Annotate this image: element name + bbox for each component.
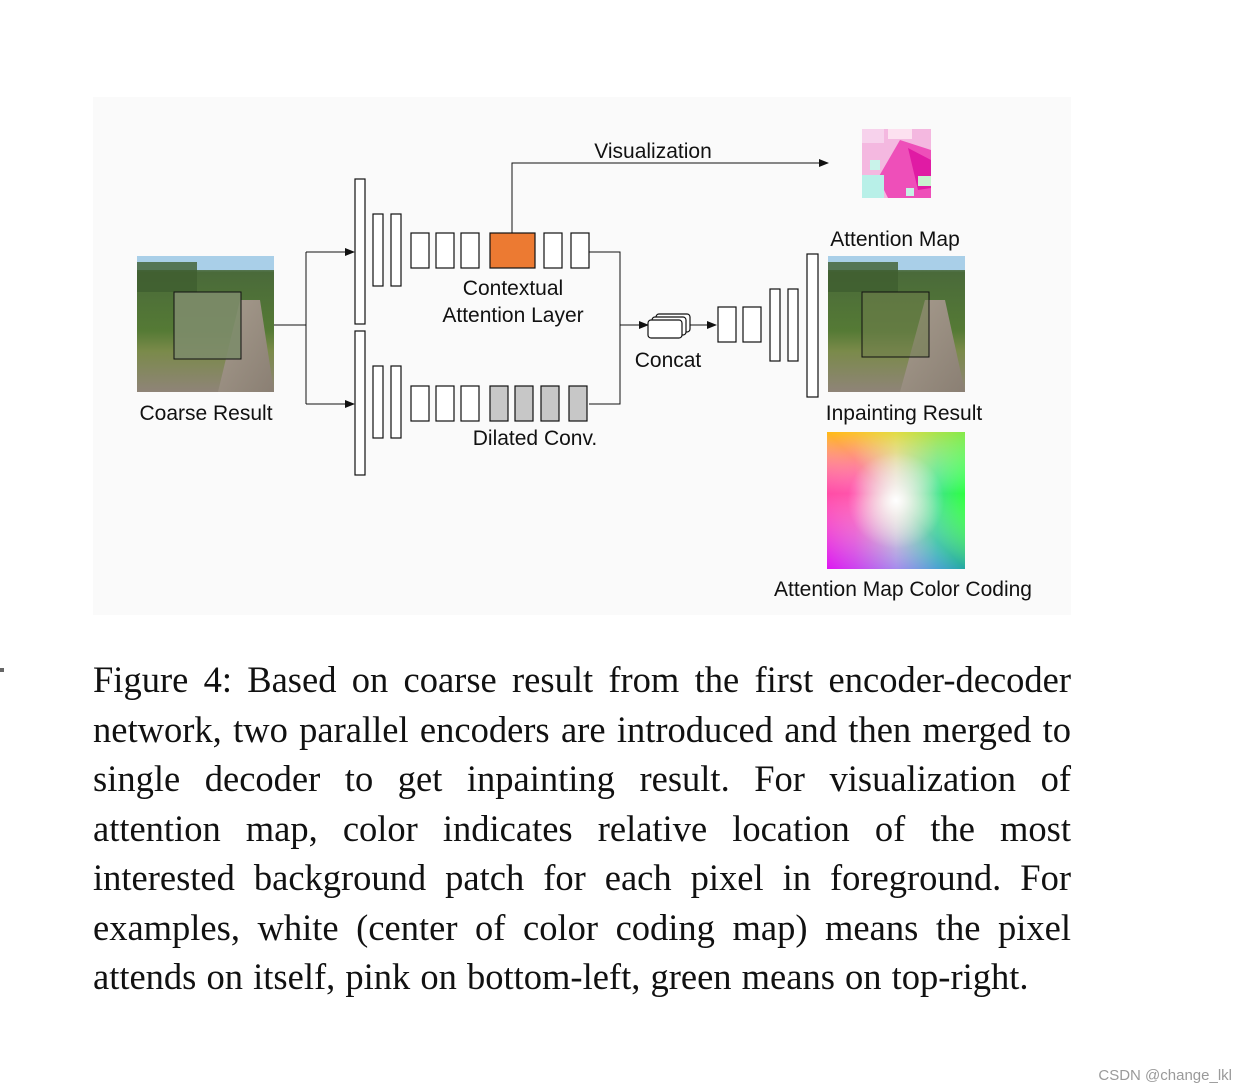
concat-label: Concat [635, 349, 702, 372]
color-coding-label: Attention Map Color Coding [774, 578, 1032, 601]
contextual-label-line2: Attention Layer [442, 304, 583, 327]
watermark: CSDN @change_lkl [1098, 1067, 1232, 1084]
visualization-label: Visualization [594, 140, 712, 163]
attention-map-label: Attention Map [830, 228, 960, 251]
top-encoder-blocks [354, 178, 590, 325]
margin-mark [0, 668, 4, 672]
decoder-blocks [717, 253, 819, 398]
dilated-conv-blocks [489, 385, 588, 422]
attention-map-thumbnail [862, 129, 931, 198]
contextual-label-line1: Contextual [463, 277, 563, 300]
figure-caption: Figure 4: Based on coarse result from th… [93, 659, 1071, 997]
bottom-encoder-blocks [354, 330, 480, 476]
coarse-result-label: Coarse Result [139, 402, 272, 425]
inpainting-result-label: Inpainting Result [826, 402, 983, 425]
concat-stack [647, 313, 691, 339]
color-coding-square [827, 432, 965, 569]
connection-lines [274, 159, 829, 408]
coarse-result-image [137, 256, 274, 392]
dilated-conv-label: Dilated Conv. [473, 427, 598, 450]
contextual-attention-block [489, 232, 536, 269]
inpainting-result-image [828, 256, 965, 392]
